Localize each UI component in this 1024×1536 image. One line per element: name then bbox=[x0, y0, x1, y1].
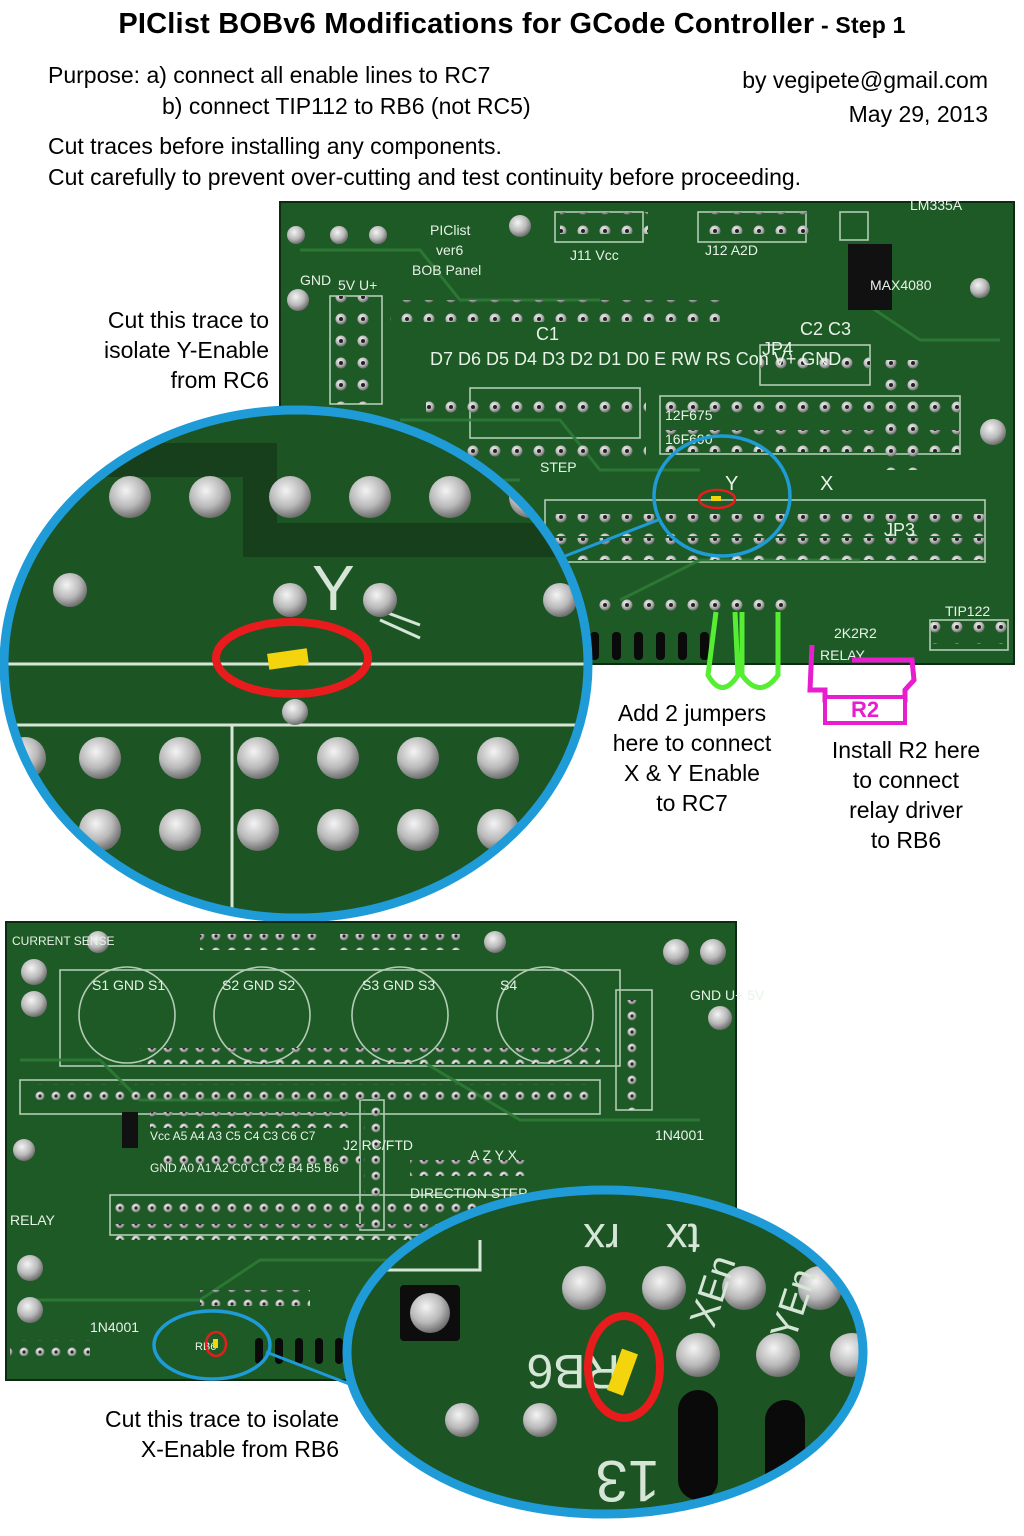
x-enable-zoom: rx tx XEn YEn RB6 13 bbox=[152, 1185, 868, 1519]
y-enable-cut-mark bbox=[267, 648, 309, 670]
silk-current-sense: CURRENT SENSE bbox=[12, 934, 114, 948]
zoom-rx-label: rx bbox=[583, 1214, 620, 1263]
zoom-rb6-label: RB6 bbox=[527, 1344, 620, 1397]
silk-j12: J12 A2D bbox=[705, 242, 758, 258]
silk-c1: C1 bbox=[536, 324, 559, 344]
r2-label: R2 bbox=[851, 697, 879, 722]
silk-gnd-bottom: GND U+ 5V bbox=[690, 987, 765, 1003]
page-title-step: - Step 1 bbox=[814, 12, 906, 38]
silk-jp4: JP4 bbox=[762, 339, 793, 359]
r2-placement: R2 bbox=[807, 644, 917, 725]
x-enable-zoom-ring bbox=[342, 1185, 868, 1519]
callout-jumpers-line-1: Add 2 jumpers bbox=[617, 700, 767, 726]
silk-s2: S2 GND S2 bbox=[222, 977, 295, 993]
silk-2k2r2: 2K2R2 bbox=[834, 625, 877, 641]
silk-ver6: ver6 bbox=[436, 242, 463, 258]
silk-12f675: 12F675 bbox=[665, 407, 713, 423]
y-enable-zoom-ring bbox=[0, 405, 593, 923]
silk-lm335a: LM335A bbox=[910, 197, 963, 213]
silk-s3: S3 GND S3 bbox=[362, 977, 435, 993]
callout-y-enable: Cut this trace to isolate Y-Enable from … bbox=[104, 305, 269, 395]
callout-y-enable-line-2: isolate Y-Enable bbox=[104, 337, 269, 363]
callout-y-enable-line-1: Cut this trace to bbox=[107, 307, 269, 333]
silk-jp3: JP3 bbox=[884, 520, 915, 540]
silk-16f690: 16F690 bbox=[665, 431, 713, 447]
author: by vegipete@gmail.com bbox=[742, 67, 988, 93]
silk-lcd-pins: D7 D6 D5 D4 D3 D2 D1 D0 E RW RS Con V+ G… bbox=[430, 349, 841, 369]
x-enable-cut-mark bbox=[606, 1348, 638, 1396]
silk-c2: C2 C3 bbox=[800, 319, 851, 339]
silk-gnd-pins: GND A0 A1 A2 C0 C1 C2 B4 B5 B6 bbox=[150, 1161, 339, 1175]
page-title: PIClist BOBv6 Modifications for GCode Co… bbox=[0, 8, 1024, 41]
silk-zyxa: A Z Y X bbox=[470, 1147, 518, 1163]
y-enable-small-ring bbox=[652, 434, 792, 558]
silk-piclist: PIClist bbox=[430, 222, 471, 238]
callout-jumpers-line-4: to RC7 bbox=[656, 790, 728, 816]
x-enable-cut-marker bbox=[584, 1312, 664, 1422]
silk-max4080: MAX4080 bbox=[870, 277, 932, 293]
silk-relay-bottom: RELAY bbox=[10, 1212, 56, 1228]
callout-r2-line-3: relay driver bbox=[849, 797, 963, 823]
callout-y-enable-line-3: from RC6 bbox=[170, 367, 269, 393]
silk-j11: J11 Vcc bbox=[570, 247, 619, 263]
x-enable-small-ring bbox=[152, 1309, 272, 1381]
silk-x-top: X bbox=[820, 473, 833, 495]
callout-jumpers-line-2: here to connect bbox=[612, 730, 772, 756]
callout-x-enable: Cut this trace to isolate X-Enable from … bbox=[105, 1404, 339, 1464]
zoom-13-label: 13 bbox=[595, 1448, 660, 1513]
bottom-silkscreen: S1 GND S1 S2 GND S2 S3 GND S3 S4 CURRENT… bbox=[10, 934, 765, 1353]
date: May 29, 2013 bbox=[848, 101, 988, 127]
silk-tip122: TIP122 bbox=[945, 603, 990, 619]
callout-r2-line-2: to connect bbox=[852, 767, 960, 793]
callout-x-enable-line-2: X-Enable from RB6 bbox=[140, 1436, 339, 1462]
silk-1n4001-b: 1N4001 bbox=[90, 1319, 139, 1335]
callout-r2: Install R2 here to connect relay driver … bbox=[806, 735, 1006, 855]
zoom-tx-label: tx bbox=[666, 1214, 700, 1263]
zoom-y-label: Y bbox=[312, 552, 355, 624]
silk-5v: 5V U+ bbox=[338, 277, 377, 293]
y-enable-cut-marker bbox=[212, 618, 372, 698]
silk-bob-panel: BOB Panel bbox=[412, 262, 481, 278]
purpose-b: b) connect TIP112 to RB6 (not RC5) bbox=[162, 93, 531, 119]
note-cut-carefully: Cut carefully to prevent over-cutting an… bbox=[48, 164, 802, 190]
callout-r2-line-1: Install R2 here bbox=[831, 737, 981, 763]
r2-box bbox=[823, 695, 907, 725]
callout-jumpers-line-3: X & Y Enable bbox=[624, 760, 760, 786]
silk-step: STEP bbox=[540, 459, 577, 475]
silk-direction-step: DIRECTION STEP bbox=[410, 1185, 527, 1201]
jumpers bbox=[705, 611, 781, 690]
silk-gnd: GND bbox=[300, 272, 331, 288]
silk-j2: J2 RC/FTD bbox=[343, 1137, 413, 1153]
silk-s4: S4 bbox=[500, 977, 517, 993]
silk-vcc-pins: Vcc A5 A4 A3 C5 C4 C3 C6 C7 bbox=[150, 1129, 316, 1143]
silk-1n4001: 1N4001 bbox=[655, 1127, 704, 1143]
purpose-a: Purpose: a) connect all enable lines to … bbox=[48, 62, 491, 88]
callout-x-enable-line-1: Cut this trace to isolate bbox=[105, 1406, 339, 1432]
y-enable-zoom: Y bbox=[0, 405, 792, 923]
callout-jumpers: Add 2 jumpers here to connect X & Y Enab… bbox=[592, 698, 792, 818]
silk-s1: S1 GND S1 bbox=[92, 977, 165, 993]
page-title-main: PIClist BOBv6 Modifications for GCode Co… bbox=[118, 8, 815, 40]
callout-r2-line-4: to RB6 bbox=[870, 827, 942, 853]
note-cut-first: Cut traces before installing any compone… bbox=[48, 133, 502, 159]
top-silkscreen: GND 5V U+ PIClist ver6 BOB Panel J11 Vcc… bbox=[300, 197, 990, 663]
silk-y-top: Y bbox=[725, 473, 738, 495]
